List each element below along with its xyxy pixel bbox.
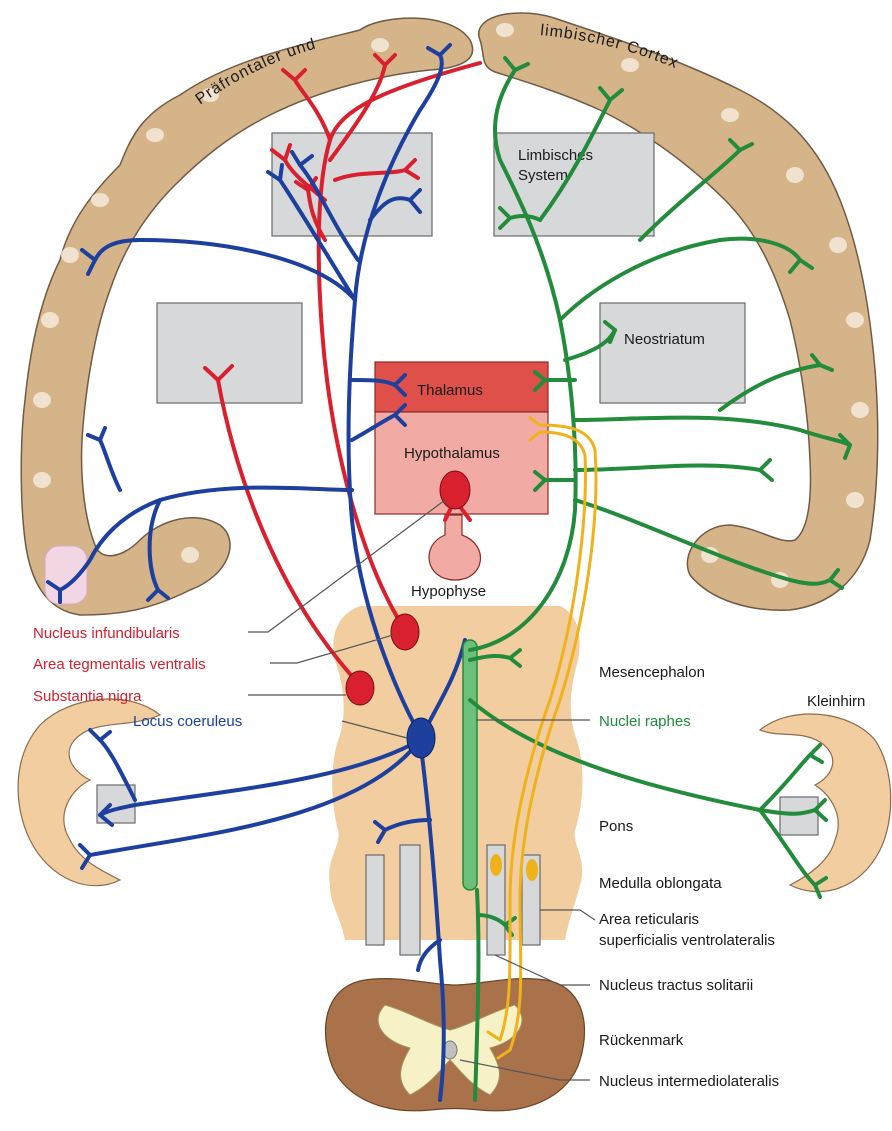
area-tegmentalis-shape — [391, 614, 419, 650]
hypophyse-shape — [429, 515, 480, 580]
neostriatum-label: Neostriatum — [624, 331, 705, 348]
label-nuclei-raphes: Nuclei raphes — [599, 713, 691, 730]
hypothalamus-label: Hypothalamus — [404, 445, 500, 462]
cerebellum-right-box — [780, 797, 818, 835]
nucleus-orange-1 — [490, 854, 502, 876]
hypophyse-label: Hypophyse — [411, 583, 486, 600]
nuclei-raphes-column — [463, 640, 477, 890]
label-area-tegmentalis-ventralis: Area tegmentalis ventralis — [33, 656, 206, 673]
spinal-cord — [325, 979, 584, 1111]
prefrontal-box — [272, 133, 432, 236]
label-medulla-oblongata: Medulla oblongata — [599, 875, 722, 892]
nucleus-infundibularis-shape — [440, 471, 470, 509]
cerebellum-right — [760, 714, 891, 892]
medulla-box-2 — [400, 845, 420, 955]
label-area-reticularis-2: superficialis ventrolateralis — [599, 932, 775, 949]
nucleus-orange-2 — [526, 859, 538, 881]
thalamus-label: Thalamus — [417, 382, 483, 399]
label-nucleus-infundibularis: Nucleus infundibularis — [33, 625, 180, 642]
label-nucleus-tractus-solitarii: Nucleus tractus solitarii — [599, 977, 753, 994]
left-box — [157, 303, 302, 403]
label-rueckenmark: Rückenmark — [599, 1032, 684, 1049]
medulla-box-1 — [366, 855, 384, 945]
label-pons: Pons — [599, 818, 633, 835]
label-mesencephalon: Mesencephalon — [599, 664, 705, 681]
substantia-nigra-shape — [346, 671, 374, 705]
neostriatum-box — [600, 303, 745, 403]
label-nucleus-intermediolateralis: Nucleus intermediolateralis — [599, 1073, 779, 1090]
limbic-system-label-2: System — [518, 167, 568, 184]
label-area-reticularis-1: Area reticularis — [599, 911, 699, 928]
label-substantia-nigra: Substantia nigra — [33, 688, 142, 705]
label-kleinhirn: Kleinhirn — [807, 693, 865, 710]
locus-coeruleus-shape — [407, 718, 435, 758]
label-locus-coeruleus: Locus coeruleus — [133, 713, 242, 730]
